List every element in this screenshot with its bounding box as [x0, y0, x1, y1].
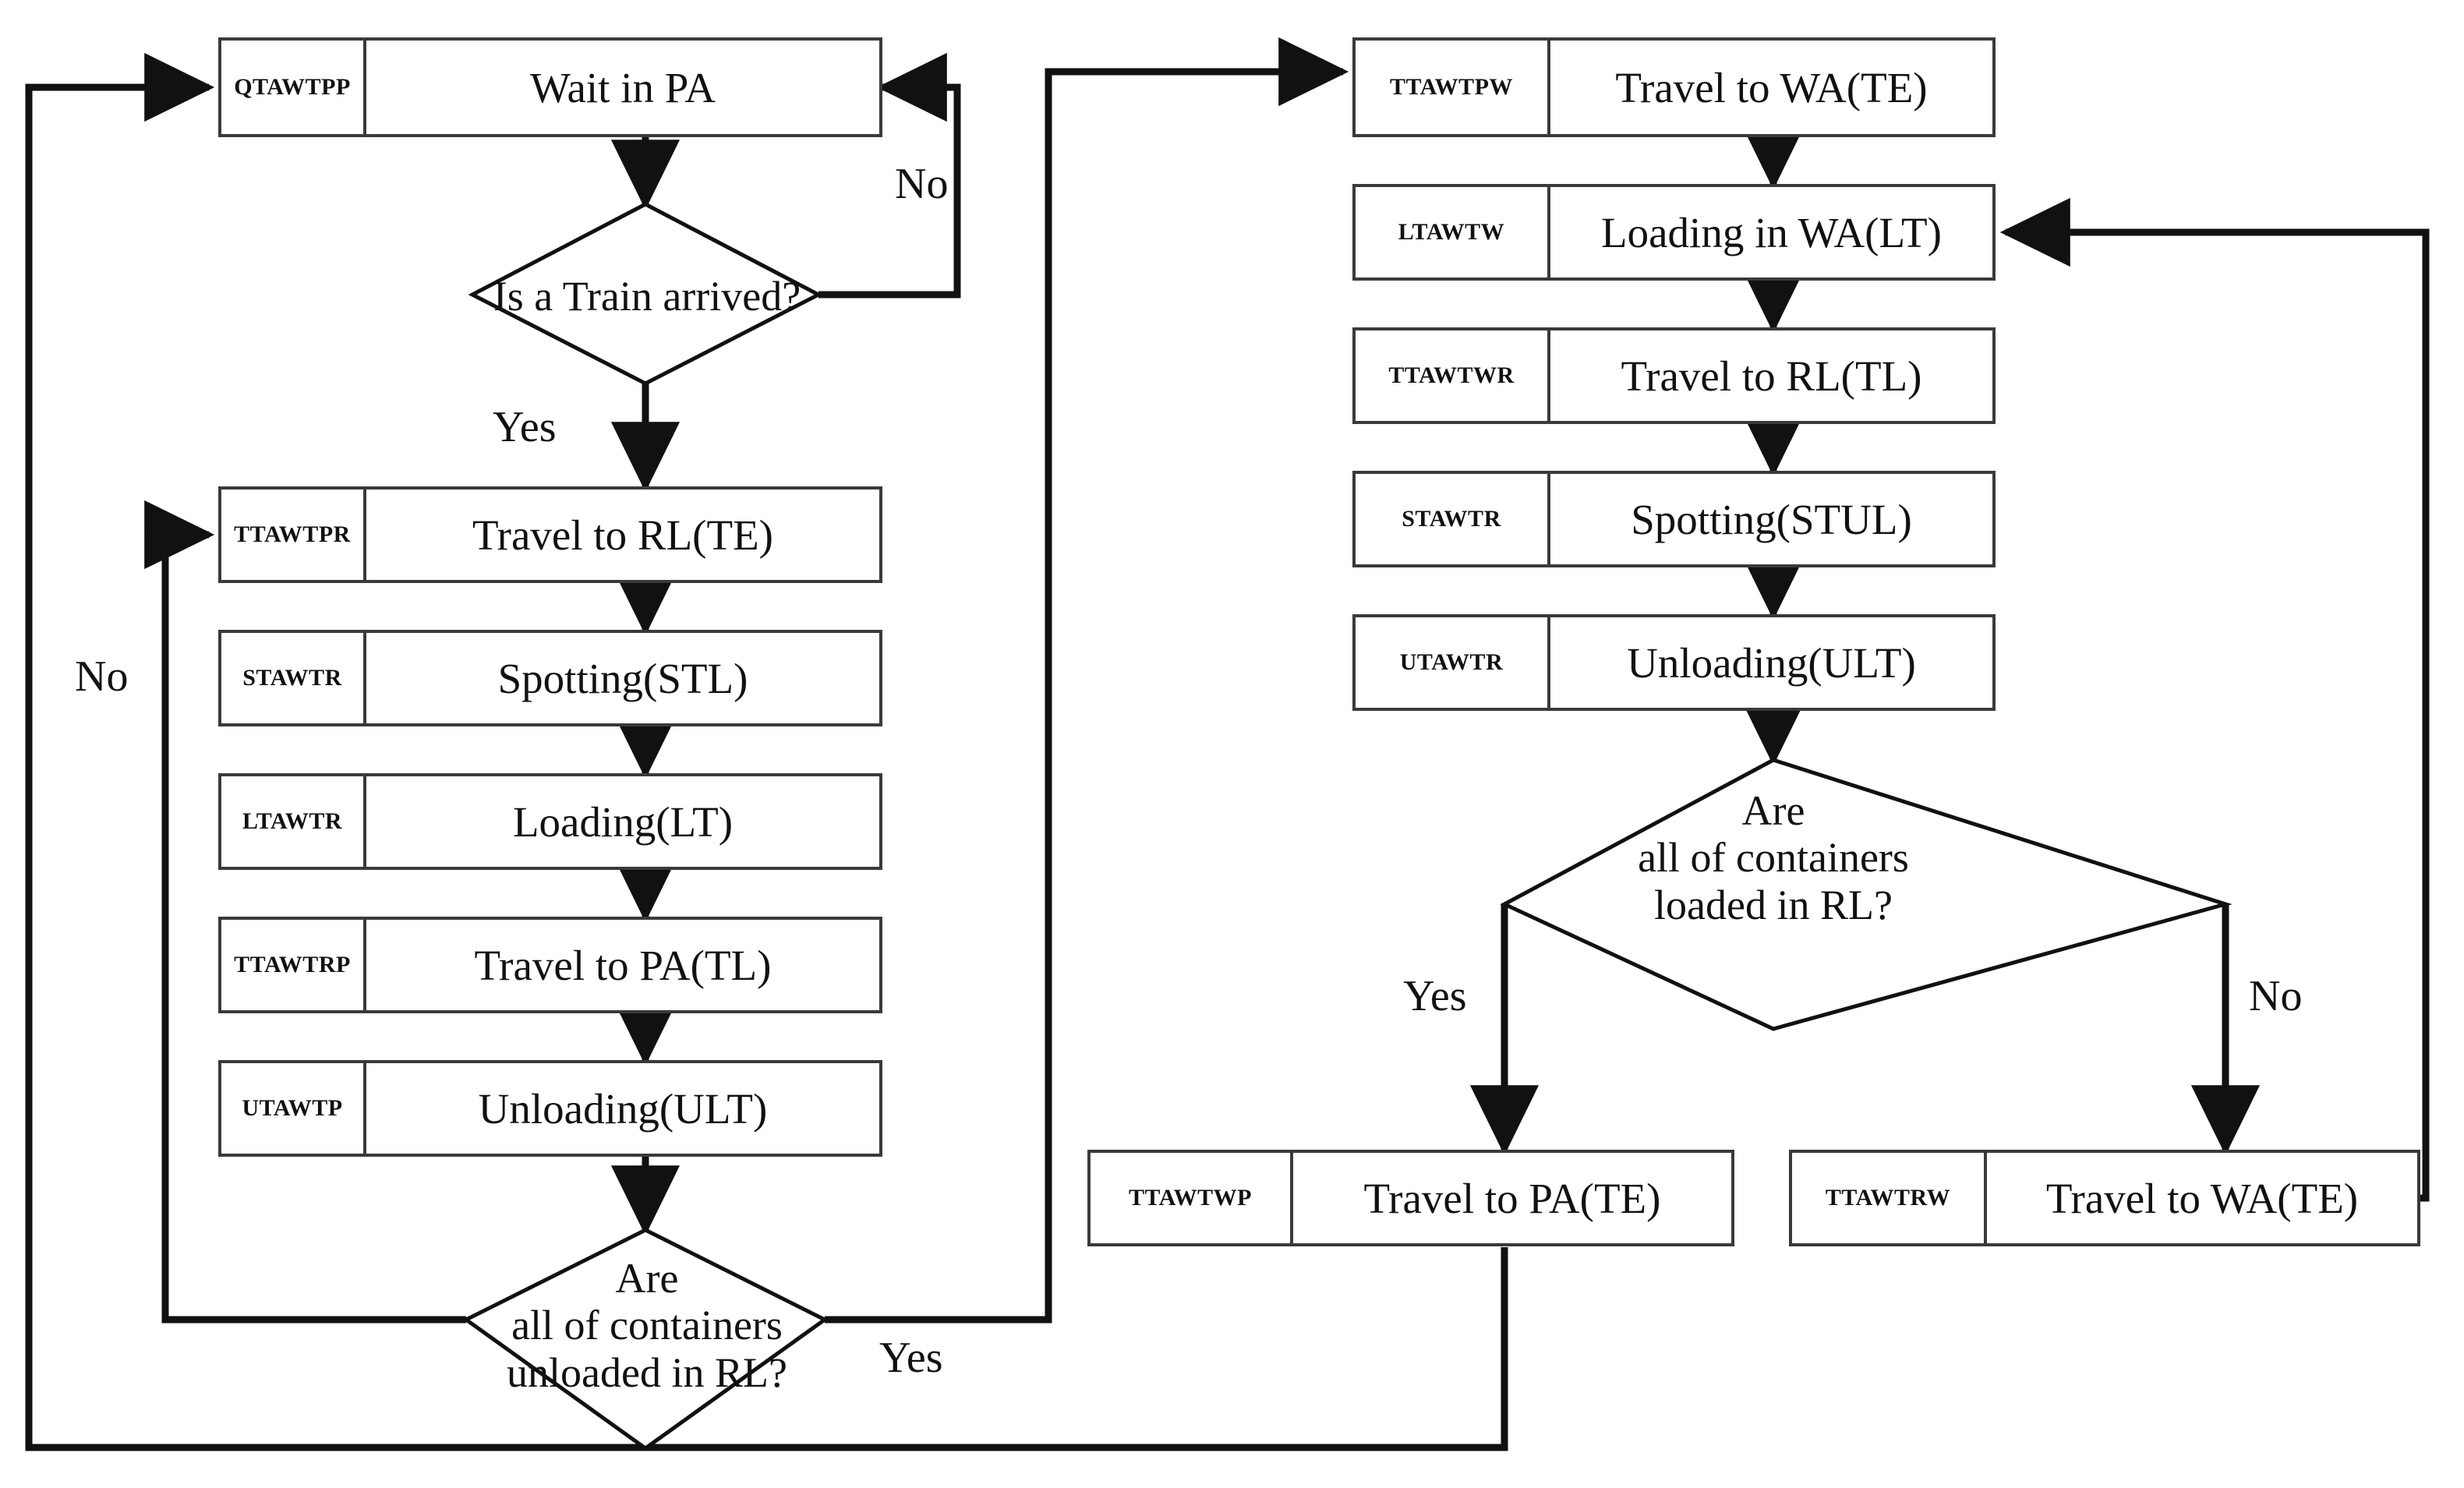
process-label-travel-wa-te: Travel to WA(TE) — [1615, 63, 1928, 111]
process-code-ltawtw: LTAWTW — [1356, 187, 1550, 277]
process-label-wait-pa: Wait in PA — [529, 63, 716, 111]
process-label-travel-rl-te: Travel to RL(TE) — [472, 511, 773, 559]
process-code-ltawtr: LTAWTR — [221, 776, 366, 867]
process-box-unloading-ult-2[interactable]: UTAWTR Unloading(ULT) — [1352, 614, 1996, 711]
process-code-stawtr-2: STAWTR — [1356, 474, 1550, 564]
process-code-ttawtpw: TTAWTPW — [1356, 41, 1550, 134]
process-code-ttawtwr: TTAWTWR — [1356, 330, 1550, 421]
process-label-travel-wa-te-2: Travel to WA(TE) — [2045, 1174, 2359, 1222]
process-label-loading-lt: Loading(LT) — [512, 797, 734, 846]
diamond-loaded-in-rl — [1500, 758, 2232, 1031]
process-code-qtawtpp: QTAWTPP — [221, 41, 366, 134]
edge-label-train-no: No — [895, 160, 949, 208]
process-box-travel-pa-tl[interactable]: TTAWTRP Travel to PA(TL) — [218, 917, 882, 1013]
process-code-ttawtrw: TTAWTRW — [1792, 1153, 1987, 1243]
process-label-unloading-ult-2: Unloading(ULT) — [1627, 638, 1916, 687]
process-code-utawtp: UTAWTP — [221, 1063, 366, 1154]
process-box-travel-rl-tl[interactable]: TTAWTWR Travel to RL(TL) — [1352, 327, 1996, 424]
process-label-spotting-stl: Spotting(STL) — [497, 654, 748, 702]
edge-label-unloaded-no: No — [75, 652, 129, 701]
process-label-loading-wa-lt: Loading in WA(LT) — [1601, 208, 1942, 256]
process-code-ttawtpr: TTAWTPR — [221, 490, 366, 580]
process-label-spotting-stul: Spotting(STUL) — [1631, 495, 1912, 543]
process-label-unloading-ult: Unloading(ULT) — [478, 1084, 768, 1133]
process-box-loading-lt[interactable]: LTAWTR Loading(LT) — [218, 773, 882, 870]
process-box-unloading-ult[interactable]: UTAWTP Unloading(ULT) — [218, 1060, 882, 1157]
process-code-ttawtrp: TTAWTRP — [221, 920, 366, 1010]
edge-label-loaded-no: No — [2249, 972, 2303, 1020]
edge-label-train-yes: Yes — [493, 403, 557, 451]
edge-label-unloaded-yes: Yes — [879, 1334, 943, 1382]
process-code-ttawtwp: TTAWTWP — [1091, 1153, 1293, 1243]
process-box-wait-pa[interactable]: QTAWTPP Wait in PA — [218, 37, 882, 137]
process-box-travel-wa-te[interactable]: TTAWTPW Travel to WA(TE) — [1352, 37, 1996, 137]
diamond-unloaded-in-rl — [462, 1228, 829, 1451]
process-box-travel-rl-te[interactable]: TTAWTPR Travel to RL(TE) — [218, 486, 882, 583]
process-box-travel-wa-te-2[interactable]: TTAWTRW Travel to WA(TE) — [1789, 1150, 2420, 1246]
process-code-utawtr: UTAWTR — [1356, 617, 1550, 708]
process-box-loading-wa-lt[interactable]: LTAWTW Loading in WA(LT) — [1352, 184, 1996, 281]
edge-label-loaded-yes: Yes — [1403, 972, 1467, 1020]
process-label-travel-rl-tl: Travel to RL(TL) — [1621, 352, 1922, 400]
process-code-stawtr: STAWTR — [221, 633, 366, 723]
process-box-spotting-stl[interactable]: STAWTR Spotting(STL) — [218, 630, 882, 726]
process-box-spotting-stul[interactable]: STAWTR Spotting(STUL) — [1352, 471, 1996, 567]
process-label-travel-pa-tl: Travel to PA(TL) — [474, 941, 772, 989]
diamond-train-arrived — [468, 202, 823, 386]
decision-diamonds — [462, 202, 2232, 1451]
process-label-travel-pa-te: Travel to PA(TE) — [1363, 1174, 1661, 1222]
process-box-travel-pa-te[interactable]: TTAWTWP Travel to PA(TE) — [1087, 1150, 1734, 1246]
